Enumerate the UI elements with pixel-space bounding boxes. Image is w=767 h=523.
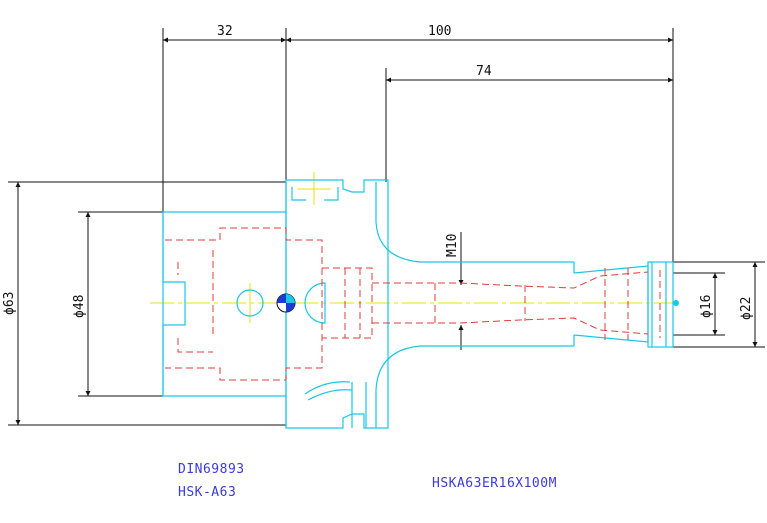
standard-label: DIN69893 <box>178 462 245 477</box>
dim-100: 100 <box>428 24 451 39</box>
part-number-label: HSKA63ER16X100M <box>432 476 557 491</box>
dim-dia48: ϕ48 <box>72 295 87 318</box>
dim-dia22: ϕ22 <box>739 297 754 320</box>
dim-32: 32 <box>217 24 233 39</box>
dimension-lines <box>8 28 765 426</box>
hidden-lines <box>165 227 661 381</box>
interface-label: HSK-A63 <box>178 485 237 500</box>
center-lines <box>150 172 678 323</box>
dim-dia16: ϕ16 <box>699 295 714 318</box>
tool-holder-outline <box>162 179 674 429</box>
dim-dia63: ϕ63 <box>2 292 17 315</box>
dim-74: 74 <box>476 64 492 79</box>
center-markers <box>276 293 679 313</box>
dim-m10: M10 <box>445 234 460 257</box>
